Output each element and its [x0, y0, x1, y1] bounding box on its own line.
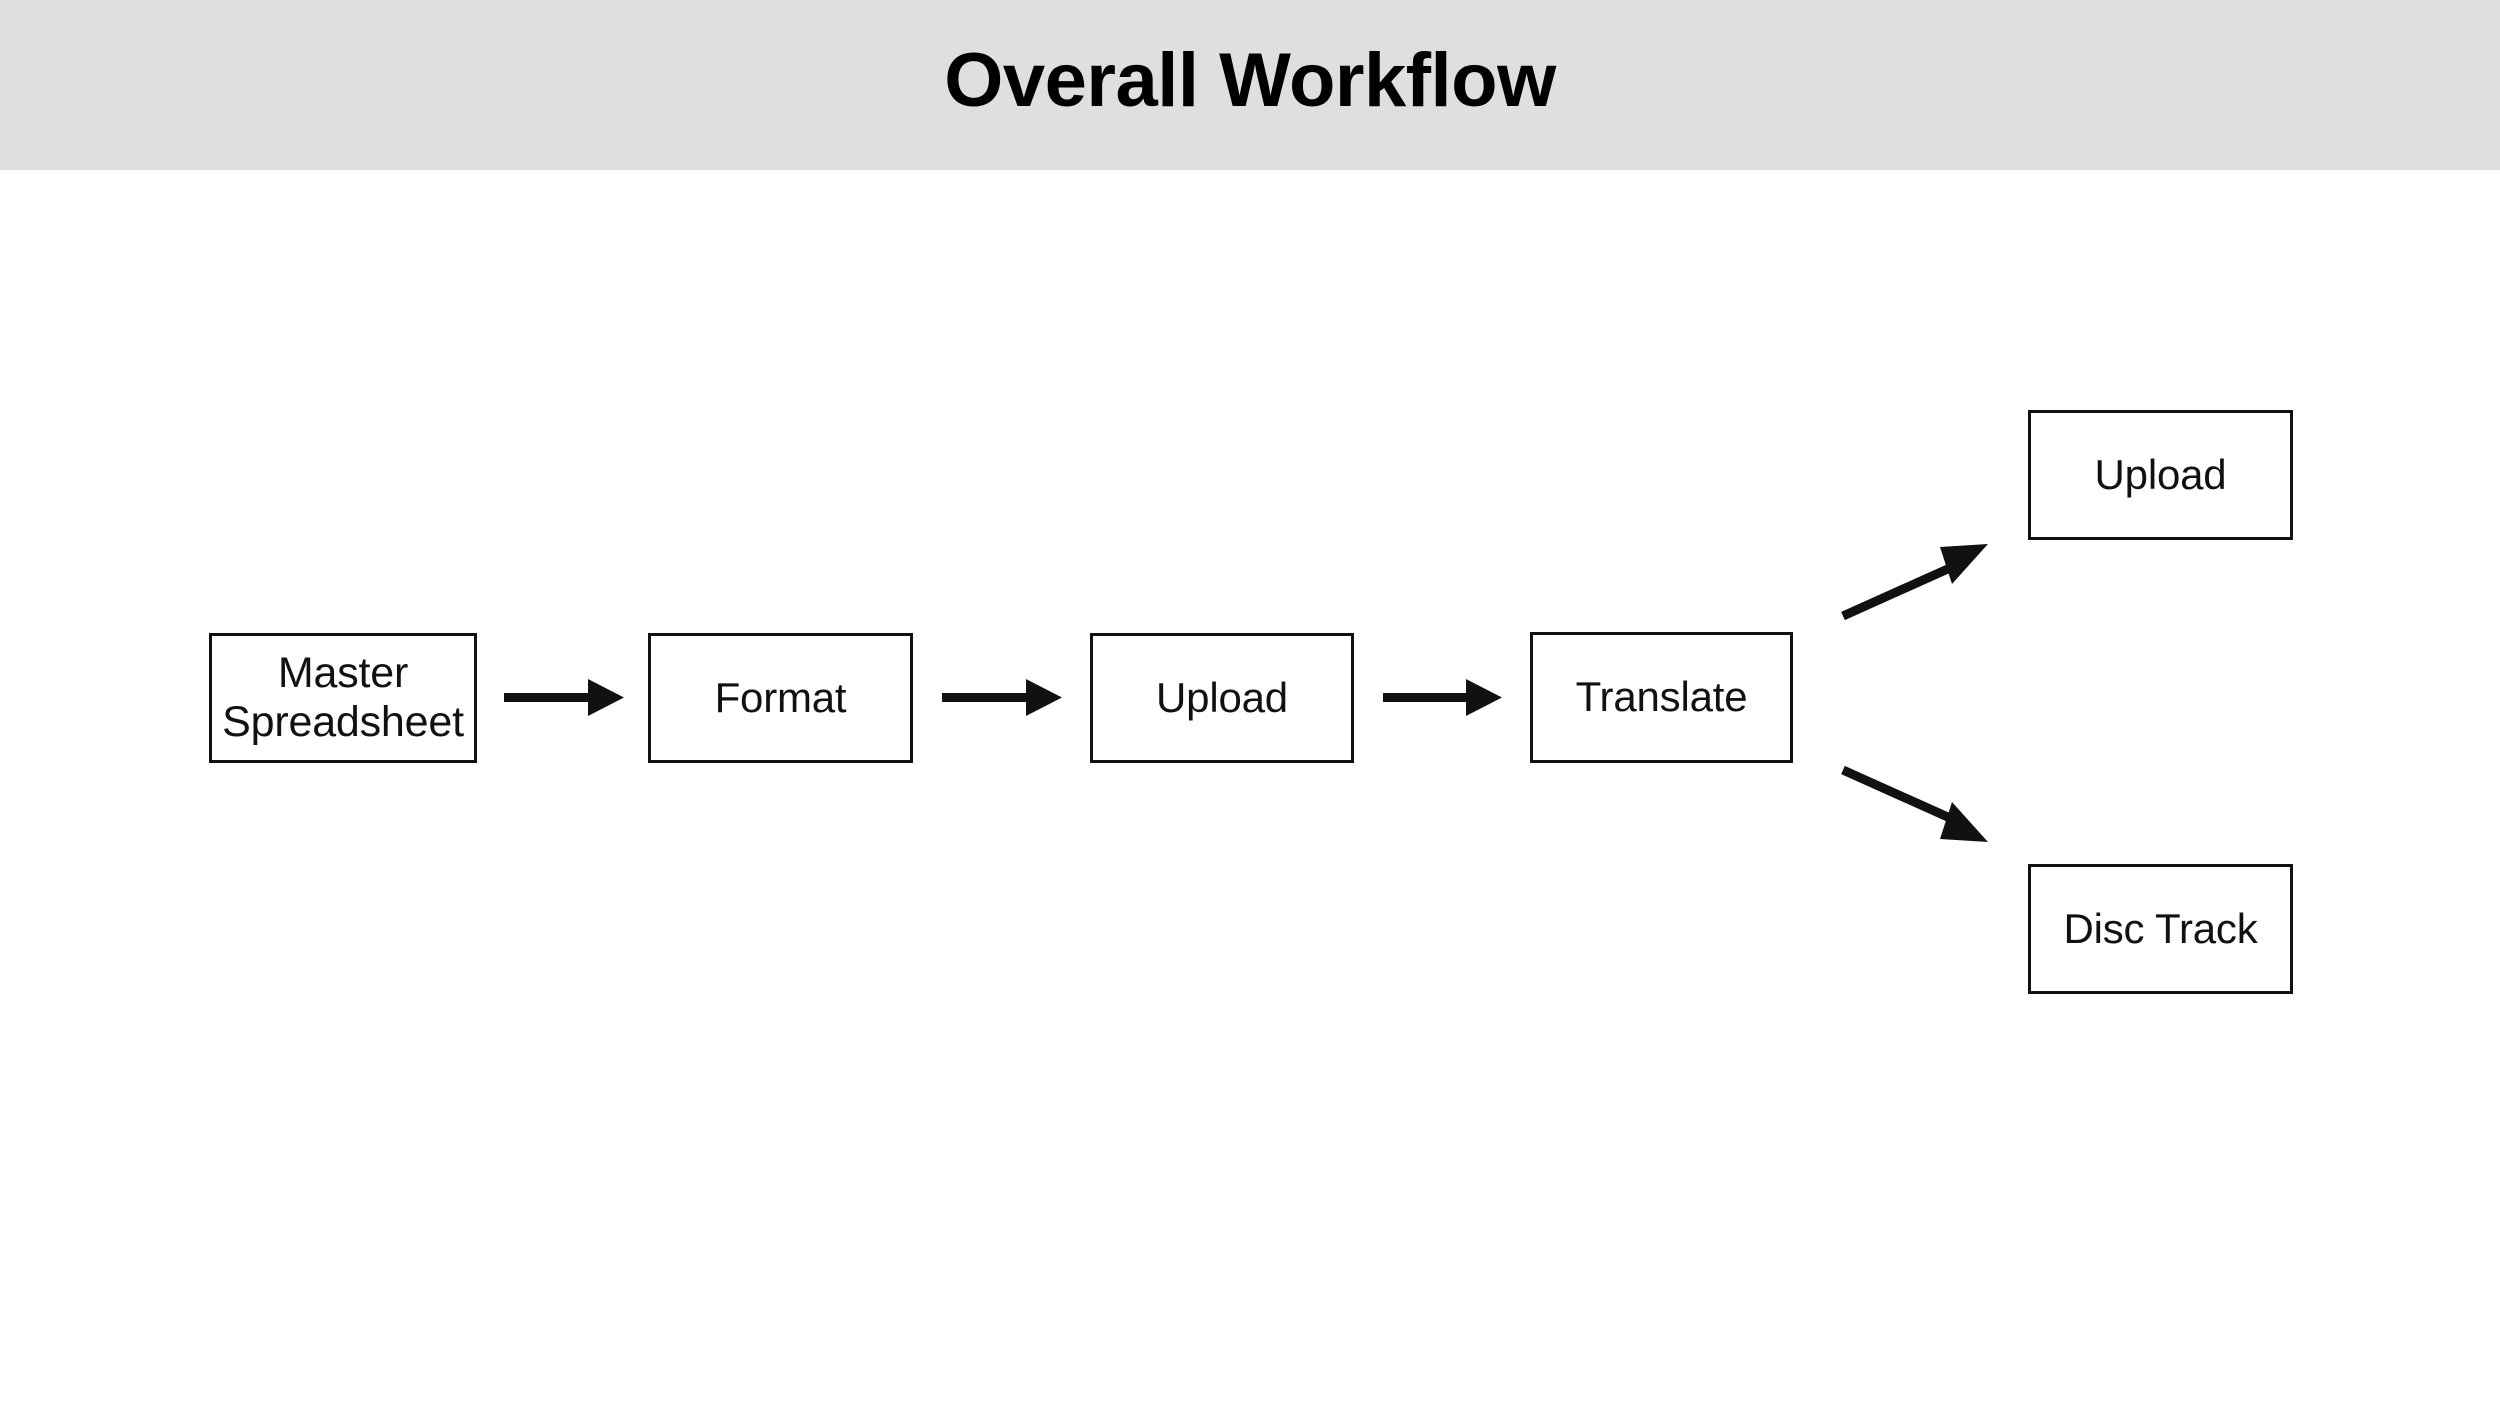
- flow-node-master-spreadsheet[interactable]: Master Spreadsheet: [209, 633, 477, 763]
- flow-node-upload-output[interactable]: Upload: [2028, 410, 2293, 540]
- flow-node-label: Master Spreadsheet: [222, 648, 464, 746]
- flow-node-label: Translate: [1575, 673, 1748, 721]
- arrow-format-to-upload: [942, 679, 1062, 716]
- flow-node-label: Upload: [1156, 673, 1288, 721]
- page-title: Overall Workflow: [944, 38, 1556, 123]
- flow-node-translate[interactable]: Translate: [1530, 632, 1793, 763]
- diagram-canvas: Master Spreadsheet Format Upload Transla…: [0, 170, 2500, 1406]
- flow-node-upload[interactable]: Upload: [1090, 633, 1354, 763]
- flow-node-label: Format: [714, 673, 847, 721]
- arrow-translate-to-upload-output: [1841, 544, 1988, 621]
- flow-node-disc-track[interactable]: Disc Track: [2028, 864, 2293, 994]
- arrow-translate-to-disc-track: [1841, 765, 1988, 842]
- flow-node-label: Upload: [2094, 450, 2227, 498]
- flow-node-label: Disc Track: [2063, 904, 2258, 952]
- title-band: Overall Workflow: [0, 0, 2500, 170]
- arrow-master-to-format: [504, 679, 624, 716]
- flow-node-format[interactable]: Format: [648, 633, 913, 763]
- arrow-upload-to-translate: [1383, 679, 1502, 716]
- diagram-connectors: [504, 544, 1988, 842]
